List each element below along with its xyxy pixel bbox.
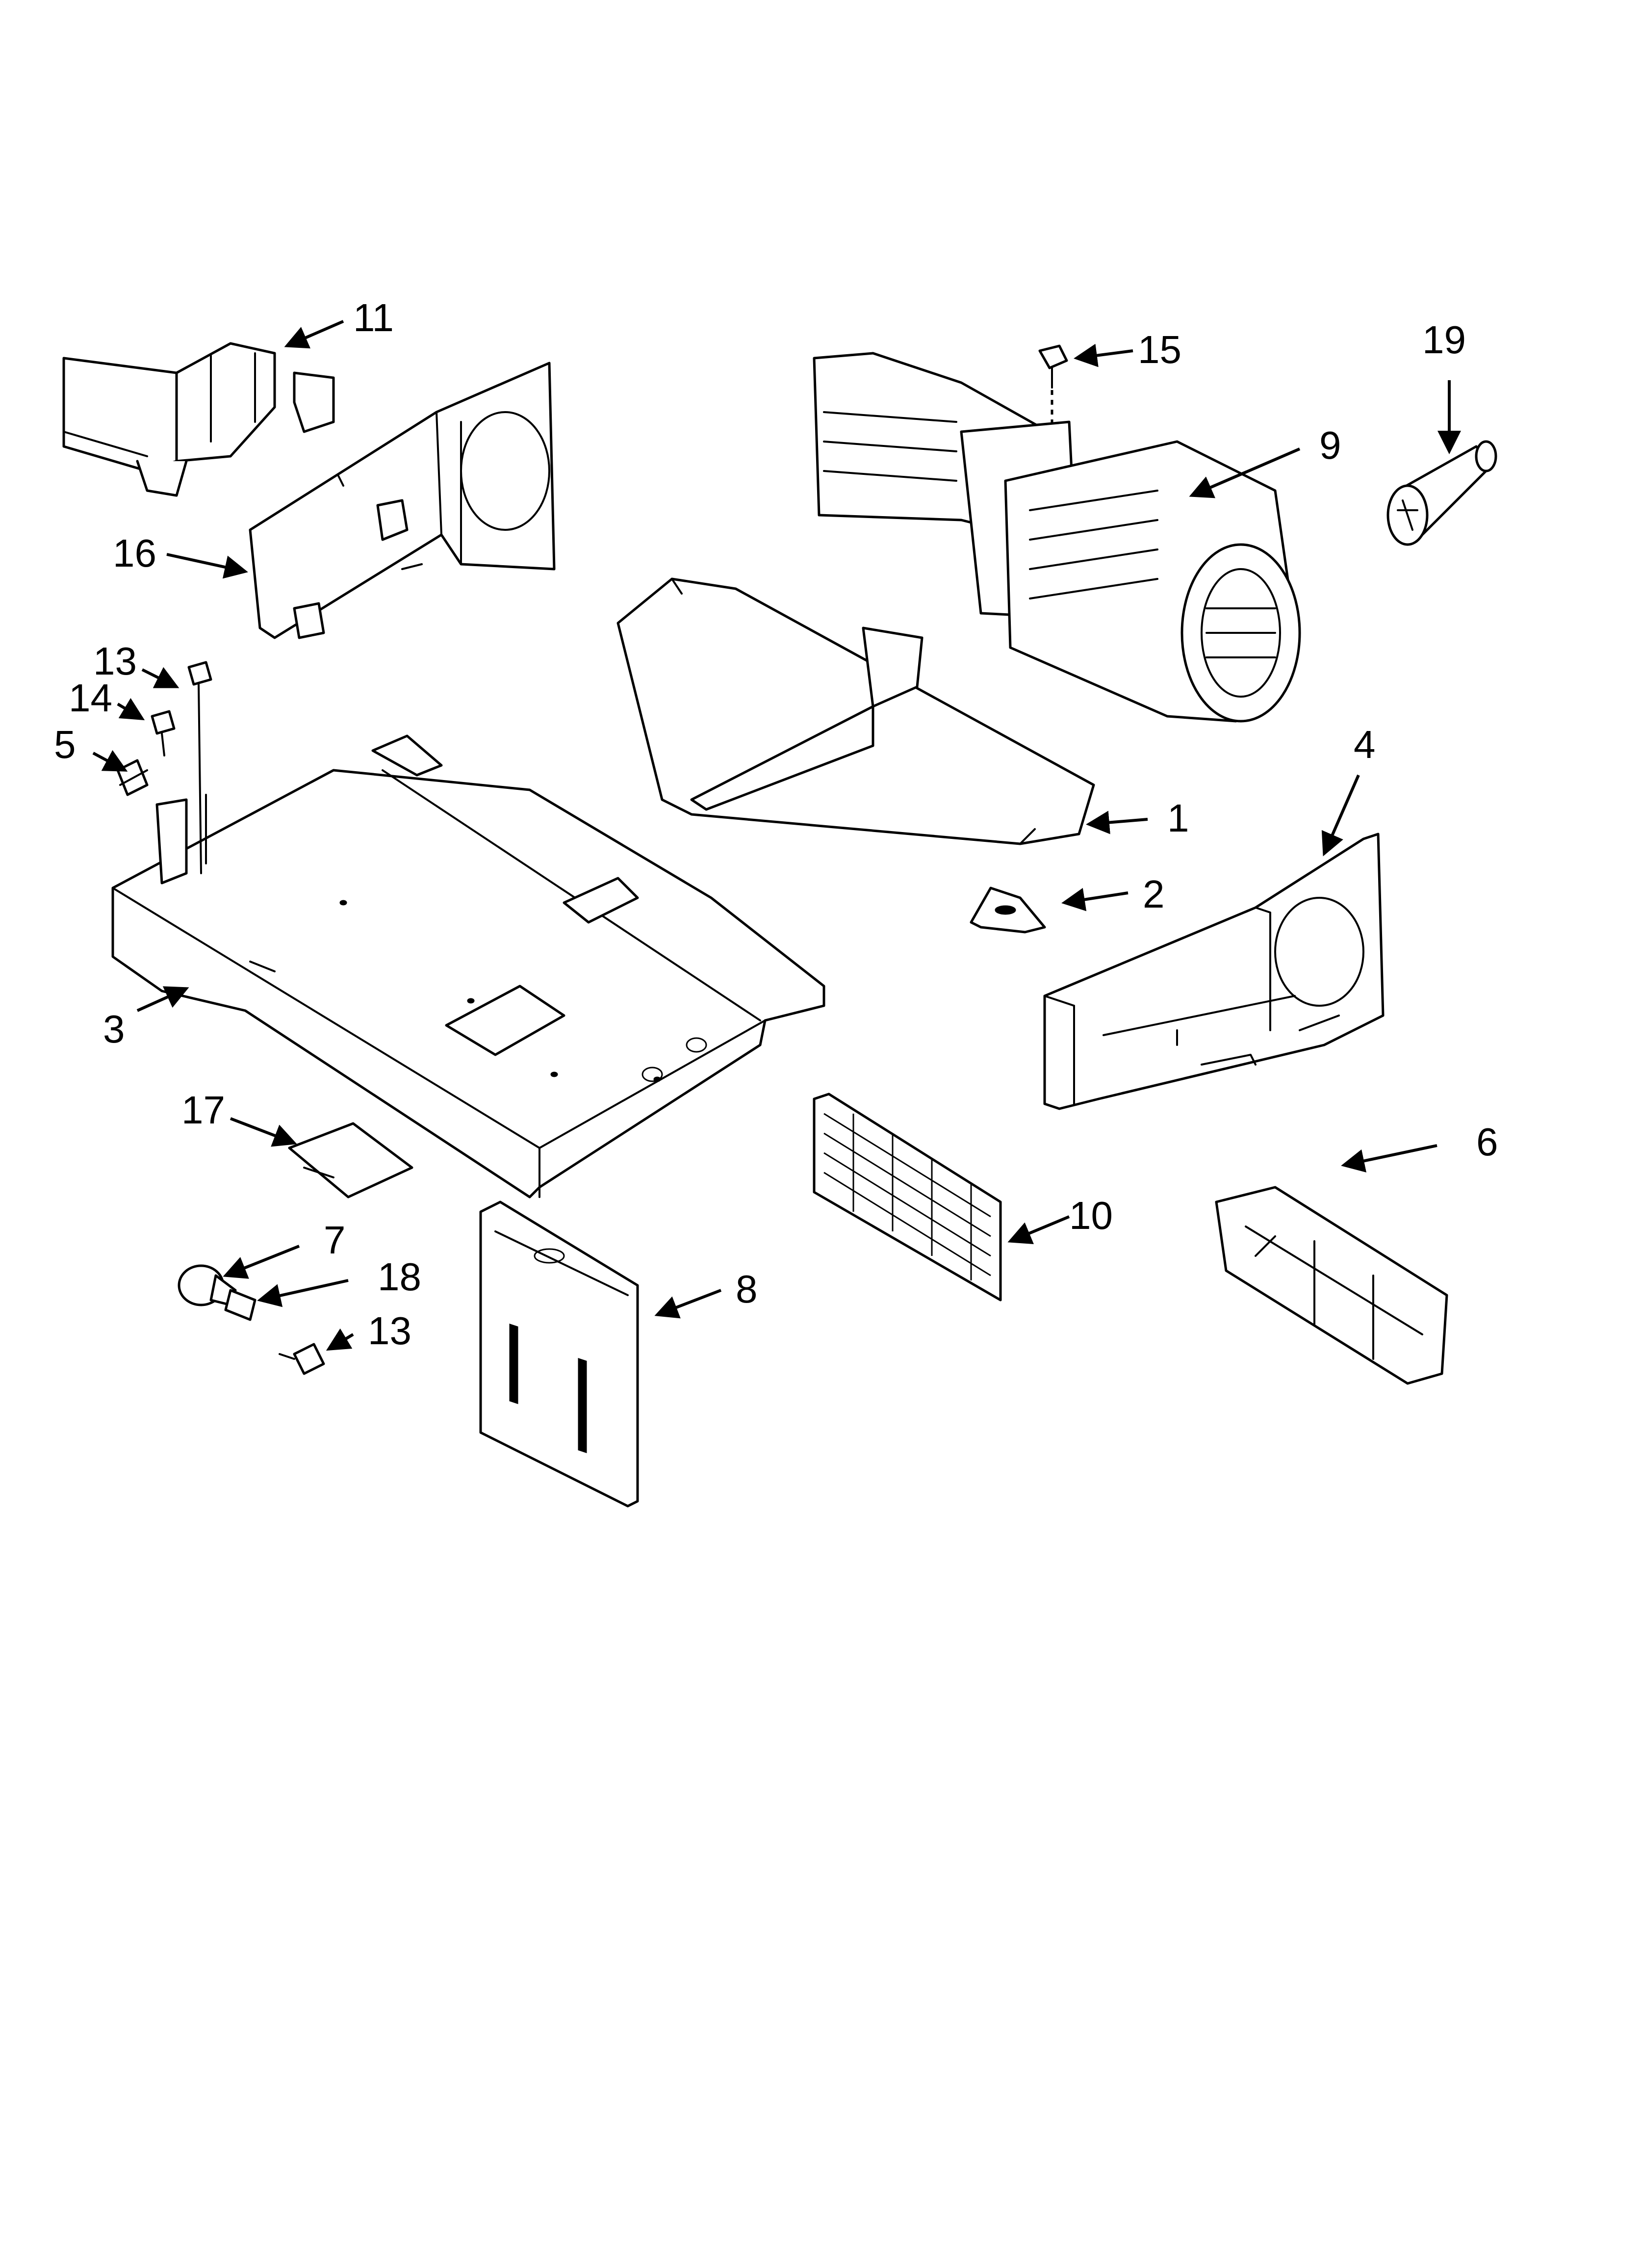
leader-18 [257,1279,349,1307]
callout-15: 15 [1138,328,1181,371]
leader-9 [1189,447,1301,498]
callout-13-lower: 13 [368,1309,411,1353]
leader-15 [1074,343,1133,367]
leader-6 [1341,1144,1437,1173]
callout-18: 18 [378,1255,421,1299]
leader-10 [1007,1215,1070,1244]
callout-labels: 1 2 3 4 5 6 7 8 9 10 11 13 13 14 15 16 1… [54,296,1498,1353]
part-13-screw-lower [279,1343,325,1375]
callout-8: 8 [736,1267,758,1311]
part-7-lamp [178,1264,237,1306]
callout-19: 19 [1422,318,1466,362]
part-13-screw-upper [187,661,212,874]
callout-6: 6 [1476,1120,1498,1164]
callout-1: 1 [1167,796,1189,840]
leader-13-upper [141,667,180,688]
callout-10: 10 [1069,1194,1113,1237]
part-17-small-plate [288,1122,413,1199]
callout-9: 9 [1319,423,1341,467]
part-16-side-panel [249,362,556,639]
leader-14 [117,698,145,721]
callout-11: 11 [353,296,394,339]
part-2-small-bracket [970,886,1046,934]
part-1-duct-plate [616,577,1095,845]
callout-17: 17 [181,1088,225,1132]
part-9-blower-assembly [813,352,1301,723]
leader-7 [223,1245,300,1279]
leader-lines [92,320,1461,1351]
leader-4 [1321,774,1360,857]
callout-5: 5 [54,723,76,766]
leader-1 [1086,810,1148,834]
leader-8 [654,1289,722,1319]
part-4-frame [1043,833,1385,1110]
part-8-lower-panel [479,1200,639,1508]
part-14-screw [151,710,176,756]
callout-13-upper: 13 [93,639,137,683]
leader-13-lower [326,1328,354,1351]
leader-2 [1061,887,1129,912]
leader-16 [166,553,248,579]
part-11-duct-bracket [62,342,335,497]
part-19-capacitor [1386,440,1497,546]
callout-7: 7 [324,1218,346,1262]
part-10-grille [813,1093,1002,1302]
leader-3 [136,986,189,1012]
leader-11 [284,320,344,349]
part-15-screw [1038,344,1068,432]
leader-17 [230,1117,297,1147]
part-6-filter-frame [1215,1186,1448,1385]
callout-2: 2 [1143,872,1165,916]
part-3-base-plate [111,734,825,1199]
callout-14: 14 [69,676,112,720]
leader-5 [92,750,128,772]
part-5-clip [116,759,149,796]
callout-16: 16 [113,531,156,575]
callout-4: 4 [1354,723,1376,766]
part-18-lamp-socket [224,1289,257,1321]
callout-3: 3 [103,1007,125,1051]
